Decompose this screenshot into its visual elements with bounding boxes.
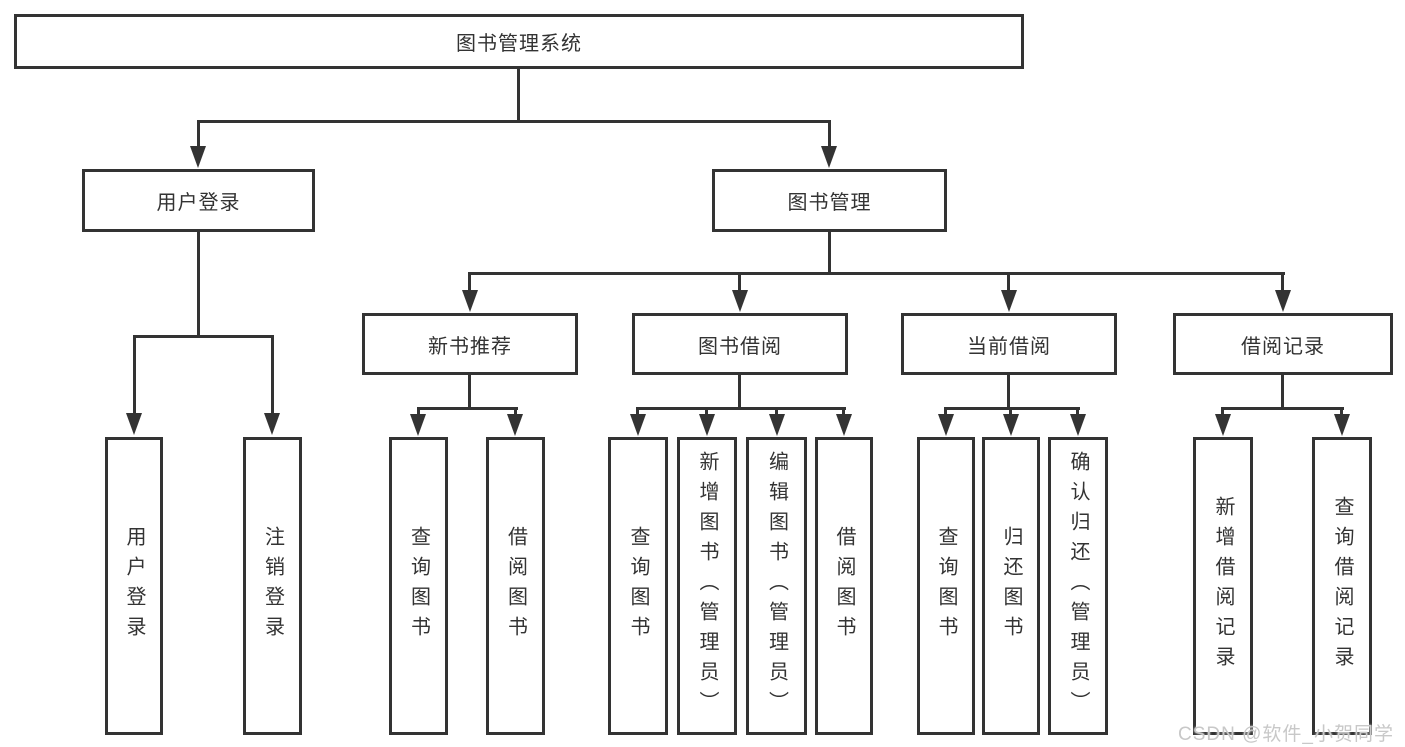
- leaf-add-book-admin: 新增图书（管理员）: [677, 437, 737, 735]
- arrow-down-icon: [769, 414, 785, 436]
- leaf-borrow-books: 借阅图书: [815, 437, 873, 735]
- node-new-book-recommend: 新书推荐: [362, 313, 578, 375]
- connector-line: [133, 335, 136, 415]
- connector-line: [517, 69, 520, 122]
- leaf-edit-book-admin-label: 编辑图书（管理员）: [765, 451, 788, 721]
- arrow-down-icon: [1215, 414, 1231, 436]
- connector-line: [1221, 407, 1224, 417]
- connector-line: [468, 375, 471, 410]
- connector-line: [636, 407, 846, 410]
- node-book-management-label: 图书管理: [787, 192, 872, 214]
- connector-line: [636, 407, 639, 417]
- leaf-query-books-recommend: 查询图书: [389, 437, 448, 735]
- connector-line: [197, 120, 831, 123]
- node-current-borrow: 当前借阅: [901, 313, 1117, 375]
- leaf-query-borrow-record: 查询借阅记录: [1312, 437, 1372, 735]
- connector-line: [417, 407, 518, 410]
- leaf-logout-label: 注销登录: [261, 526, 284, 646]
- arrow-down-icon: [462, 290, 478, 312]
- leaf-confirm-return-admin-label: 确认归还（管理员）: [1067, 451, 1089, 721]
- arrow-down-icon: [1070, 414, 1086, 436]
- leaf-query-borrow-record-label: 查询借阅记录: [1331, 496, 1353, 676]
- node-library-system: 图书管理系统: [14, 14, 1024, 69]
- node-current-borrow-label: 当前借阅: [967, 335, 1051, 358]
- connector-line: [1281, 375, 1284, 410]
- connector-line: [738, 272, 741, 292]
- connector-line: [1340, 407, 1343, 417]
- arrow-down-icon: [938, 414, 954, 436]
- leaf-edit-book-admin: 编辑图书（管理员）: [746, 437, 807, 735]
- leaf-borrow-books-recommend: 借阅图书: [486, 437, 545, 735]
- arrow-down-icon: [410, 414, 426, 436]
- connector-line: [1007, 272, 1010, 292]
- leaf-user-login-label: 用户登录: [123, 526, 145, 646]
- arrow-down-icon: [1001, 290, 1017, 312]
- node-borrow-records-label: 借阅记录: [1241, 335, 1325, 358]
- watermark-text: CSDN @软件_小贺同学: [1178, 724, 1394, 745]
- connector-line: [1009, 407, 1012, 417]
- connector-line: [1221, 407, 1344, 410]
- leaf-user-login: 用户登录: [105, 437, 163, 735]
- connector-line: [1007, 375, 1010, 410]
- connector-line: [944, 407, 1080, 410]
- connector-line: [1076, 407, 1079, 417]
- leaf-borrow-books-label: 借阅图书: [833, 526, 855, 646]
- node-user-login-label: 用户登录: [156, 192, 241, 214]
- connector-line: [705, 407, 708, 417]
- connector-line: [417, 407, 420, 417]
- leaf-query-books-recommend-label: 查询图书: [407, 526, 430, 646]
- arrow-down-icon: [821, 146, 837, 168]
- connector-line: [944, 407, 947, 417]
- leaf-return-book: 归还图书: [982, 437, 1040, 735]
- arrow-down-icon: [1003, 414, 1019, 436]
- connector-line: [1281, 272, 1284, 292]
- node-book-borrow: 图书借阅: [632, 313, 848, 375]
- connector-line: [197, 120, 200, 148]
- arrow-down-icon: [630, 414, 646, 436]
- leaf-query-books-current: 查询图书: [917, 437, 975, 735]
- connector-line: [271, 335, 274, 415]
- leaf-query-books-current-label: 查询图书: [935, 526, 957, 646]
- leaf-return-book-label: 归还图书: [1000, 526, 1022, 646]
- arrow-down-icon: [836, 414, 852, 436]
- leaf-add-book-admin-label: 新增图书（管理员）: [696, 451, 718, 721]
- arrow-down-icon: [732, 290, 748, 312]
- arrow-down-icon: [699, 414, 715, 436]
- connector-line: [133, 335, 274, 338]
- connector-line: [197, 232, 200, 338]
- arrow-down-icon: [1275, 290, 1291, 312]
- connector-line: [775, 407, 778, 417]
- leaf-query-books-borrow: 查询图书: [608, 437, 668, 735]
- connector-line: [468, 272, 1285, 275]
- connector-line: [842, 407, 845, 417]
- node-user-login: 用户登录: [82, 169, 315, 232]
- arrow-down-icon: [507, 414, 523, 436]
- connector-line: [828, 232, 831, 275]
- node-new-book-recommend-label: 新书推荐: [428, 335, 512, 358]
- arrow-down-icon: [126, 413, 142, 435]
- leaf-confirm-return-admin: 确认归还（管理员）: [1048, 437, 1108, 735]
- leaf-borrow-books-recommend-label: 借阅图书: [504, 526, 527, 646]
- node-borrow-records: 借阅记录: [1173, 313, 1393, 375]
- connector-line: [468, 272, 471, 292]
- node-book-management: 图书管理: [712, 169, 947, 232]
- leaf-add-borrow-record-label: 新增借阅记录: [1212, 496, 1234, 676]
- connector-line: [828, 120, 831, 148]
- connector-line: [738, 375, 741, 410]
- arrow-down-icon: [264, 413, 280, 435]
- arrow-down-icon: [1334, 414, 1350, 436]
- arrow-down-icon: [190, 146, 206, 168]
- node-library-system-label: 图书管理系统: [456, 33, 582, 55]
- leaf-logout: 注销登录: [243, 437, 302, 735]
- leaf-query-books-borrow-label: 查询图书: [627, 526, 649, 646]
- node-book-borrow-label: 图书借阅: [698, 335, 782, 358]
- leaf-add-borrow-record: 新增借阅记录: [1193, 437, 1253, 735]
- connector-line: [514, 407, 517, 417]
